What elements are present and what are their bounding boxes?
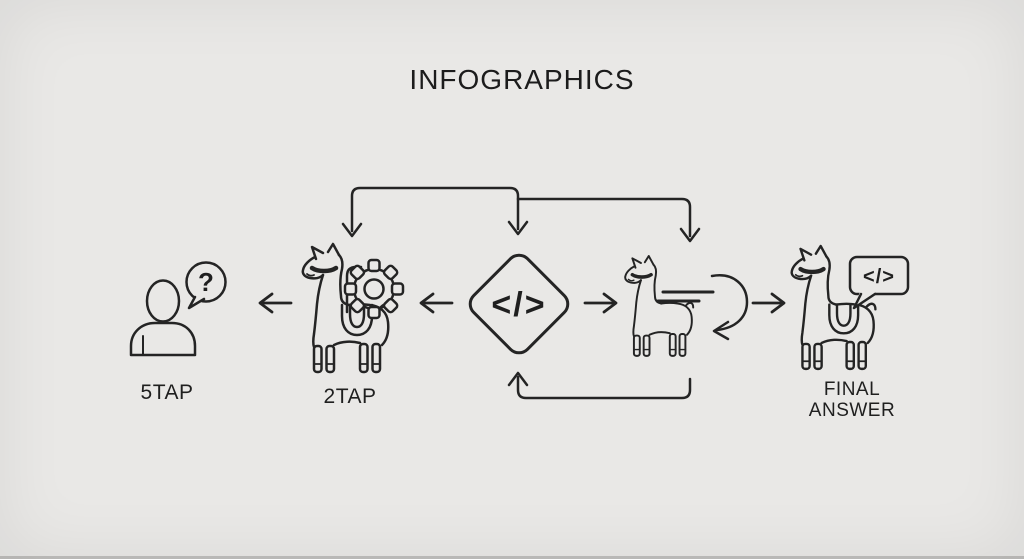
question-bubble-icon: ? — [185, 261, 227, 310]
gear-icon — [343, 258, 405, 320]
code-icon: </> — [863, 266, 895, 288]
top-connector-right — [516, 197, 701, 243]
answer-label-line2: ANSWER — [809, 400, 895, 421]
arrowhead-down-icon — [679, 227, 701, 243]
code-diamond-node: </> — [468, 253, 570, 355]
page-title: INFOGRAPHICS — [409, 64, 634, 95]
user-node: ? — [129, 261, 227, 357]
arrow-code-to-processor — [419, 292, 454, 314]
person-icon — [129, 279, 197, 357]
arrow-runner-to-answer — [751, 292, 786, 314]
processor-llama-node — [303, 244, 405, 372]
arrowhead-down-icon — [507, 220, 529, 236]
top-connector-left — [341, 186, 529, 238]
loop-arrow-icon — [710, 274, 749, 341]
arrowhead-down-icon — [341, 222, 363, 238]
speech-bubble-icon: </> — [848, 255, 910, 310]
arrow-processor-to-user — [258, 292, 293, 314]
runner-llama-node — [623, 254, 749, 358]
arrowhead-up-icon — [507, 371, 529, 387]
code-icon: </> — [491, 286, 546, 324]
answer-llama-node: </> — [792, 246, 910, 369]
llama-icon — [623, 254, 695, 358]
question-mark: ? — [198, 267, 214, 297]
answer-label-line1: FINAL — [824, 379, 880, 400]
speed-lines-icon — [656, 290, 715, 303]
arrow-code-to-runner — [583, 292, 618, 314]
user-label: 5TAP — [141, 381, 194, 404]
processor-label: 2TAP — [324, 385, 377, 408]
feedback-connector — [507, 371, 692, 400]
diamond-shape — [468, 253, 570, 355]
llama-icon — [792, 246, 876, 369]
